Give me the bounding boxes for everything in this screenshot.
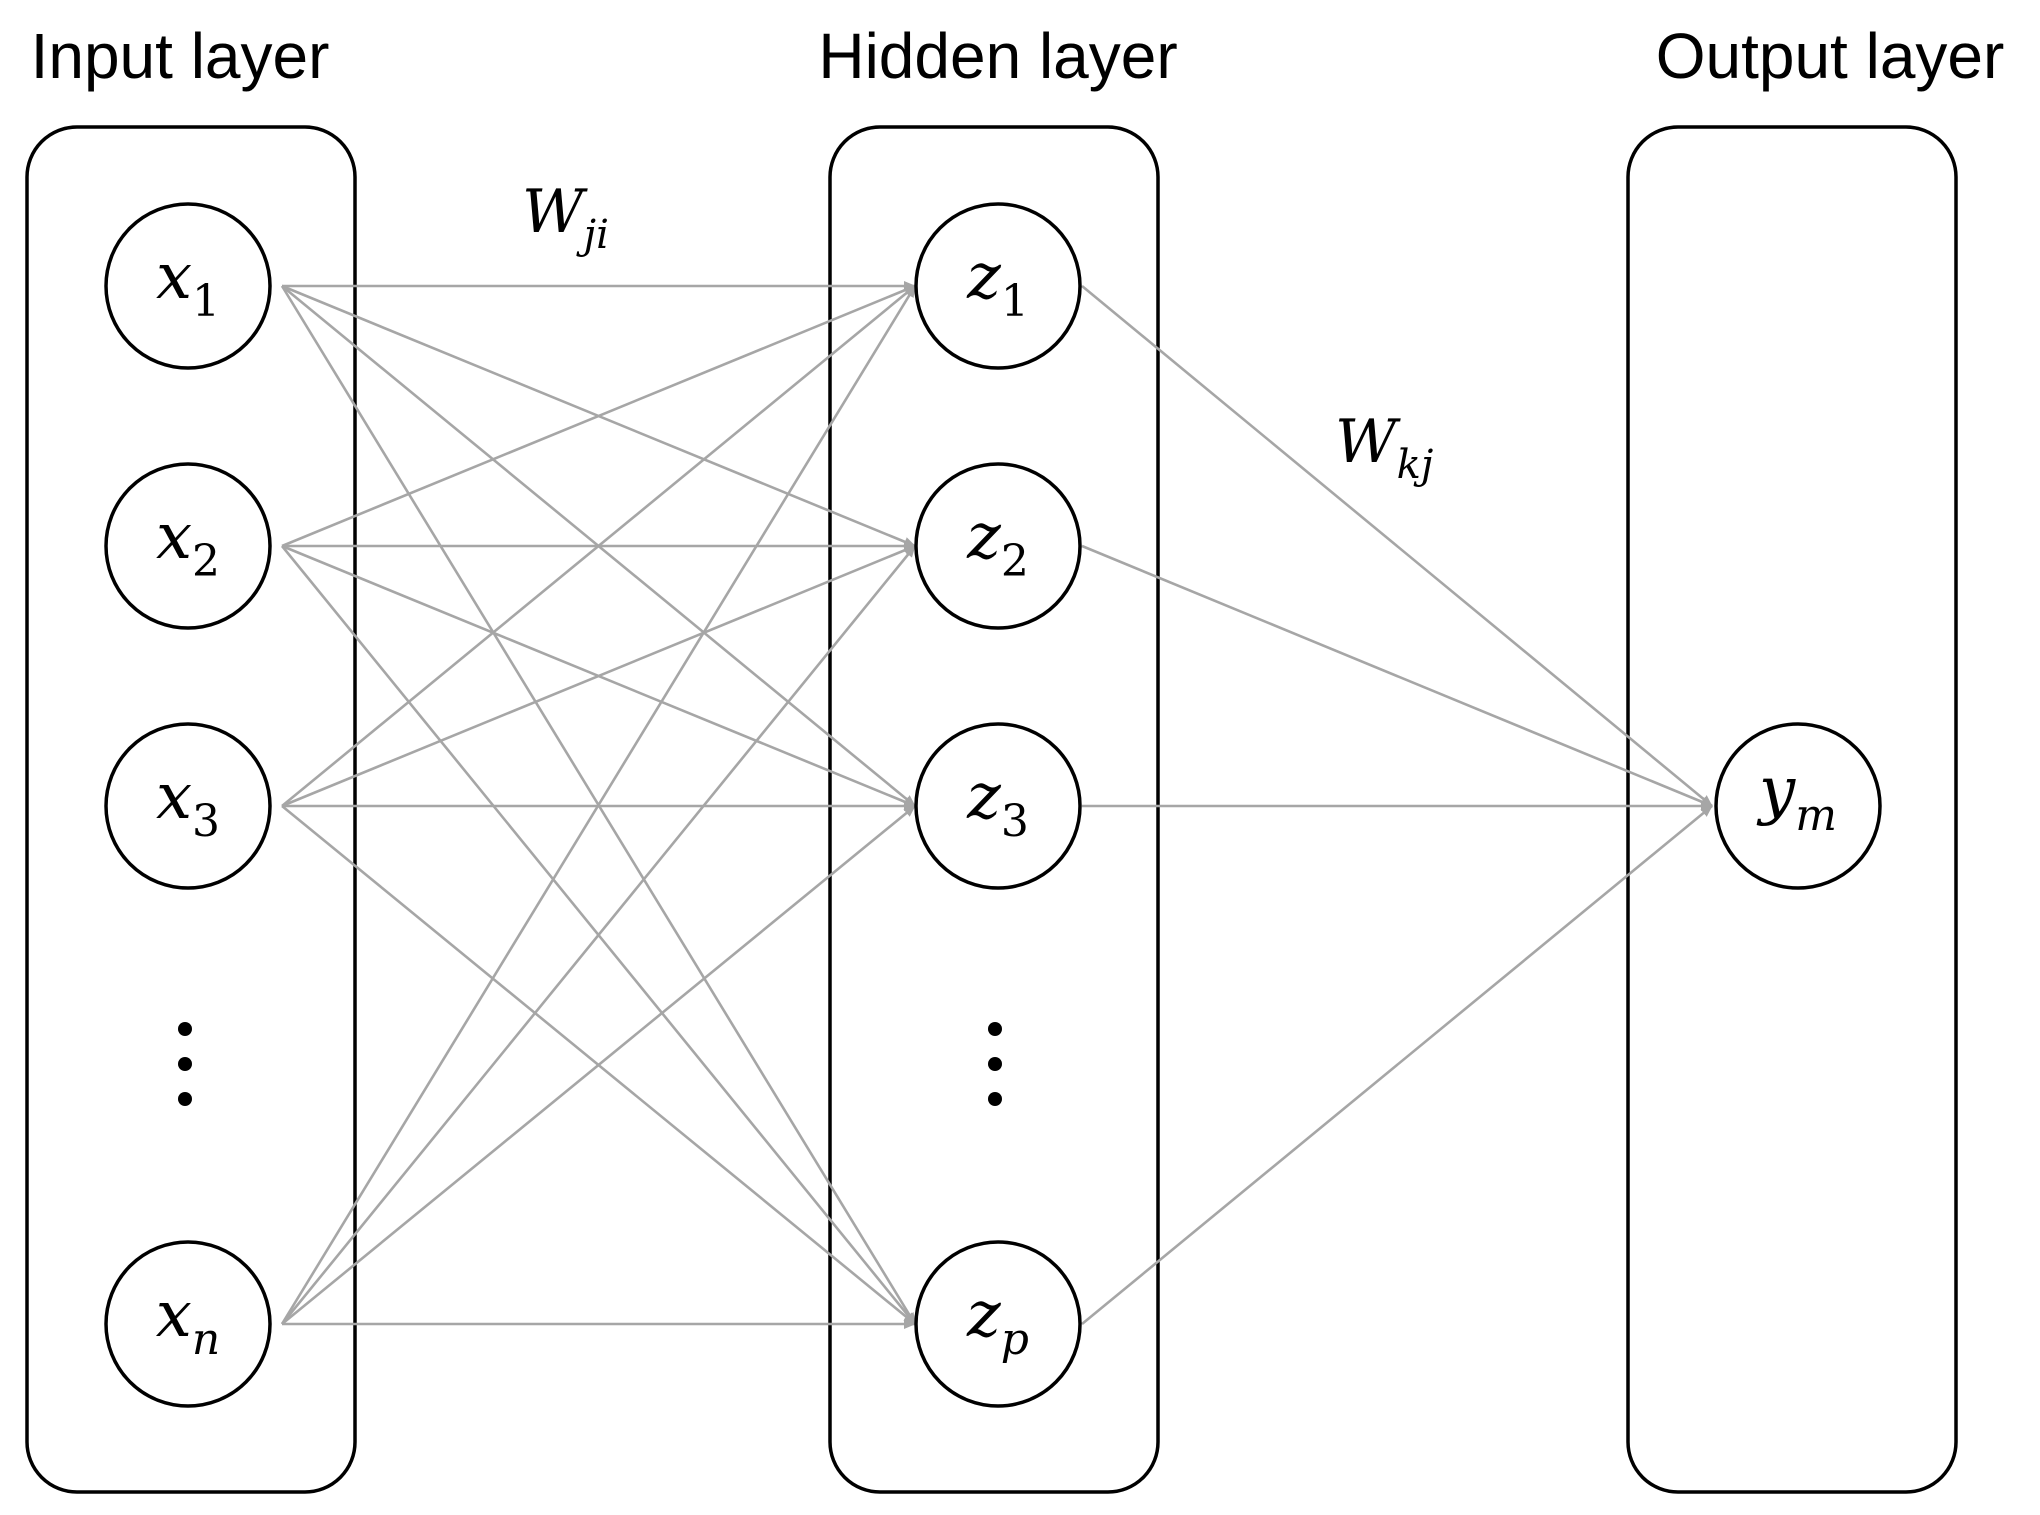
edge-input-3-hidden-0 xyxy=(280,285,917,1325)
svg-text:z2: z2 xyxy=(966,500,1029,587)
svg-text:z3: z3 xyxy=(966,760,1029,847)
input-node-1: x1 xyxy=(104,202,272,370)
output-layer-box xyxy=(1626,125,1958,1494)
input-hidden-connections xyxy=(280,281,917,1329)
input-node-3: x3 xyxy=(104,722,272,890)
hidden-node-p: zp xyxy=(914,1240,1082,1408)
svg-text:zp: zp xyxy=(966,1278,1029,1365)
input-node-2: x2 xyxy=(104,462,272,630)
input-node-n: xn xyxy=(104,1240,272,1408)
edge-input-2-hidden-1 xyxy=(281,544,916,808)
hidden-output-connections xyxy=(1081,284,1713,1326)
svg-text:z1: z1 xyxy=(966,240,1029,327)
edge-input-1-hidden-0 xyxy=(281,284,916,548)
edge-input-2-hidden-0 xyxy=(281,284,916,808)
input-layer-box xyxy=(25,125,357,1494)
hidden-layer-box xyxy=(828,125,1160,1494)
edge-input-3-hidden-1 xyxy=(280,545,917,1325)
edge-hidden-3-output xyxy=(1081,804,1713,1326)
svg-text:x2: x2 xyxy=(156,500,220,587)
edge-hidden-1-output xyxy=(1081,544,1713,808)
svg-text:x1: x1 xyxy=(156,240,220,327)
hidden-layer-title: Hidden layer xyxy=(818,20,1177,92)
hidden-node-1: z1 xyxy=(914,202,1082,370)
output-node-m: ym xyxy=(1714,722,1882,890)
svg-text:xn: xn xyxy=(156,1278,220,1365)
edge-hidden-0-output xyxy=(1081,284,1713,808)
weight-label-ji: Wji xyxy=(522,177,609,258)
svg-text:ym: ym xyxy=(1756,754,1837,841)
output-layer-title: Output layer xyxy=(1656,20,2005,92)
edge-input-3-hidden-2 xyxy=(281,804,916,1326)
input-layer-title: Input layer xyxy=(31,20,330,92)
hidden-ellipsis: ⋮ xyxy=(988,1022,1002,1106)
input-ellipsis: ⋮ xyxy=(178,1022,192,1106)
svg-text:x3: x3 xyxy=(156,760,220,847)
hidden-node-3: z3 xyxy=(914,722,1082,890)
hidden-node-2: z2 xyxy=(914,462,1082,630)
weight-label-kj: Wkj xyxy=(1335,407,1433,488)
